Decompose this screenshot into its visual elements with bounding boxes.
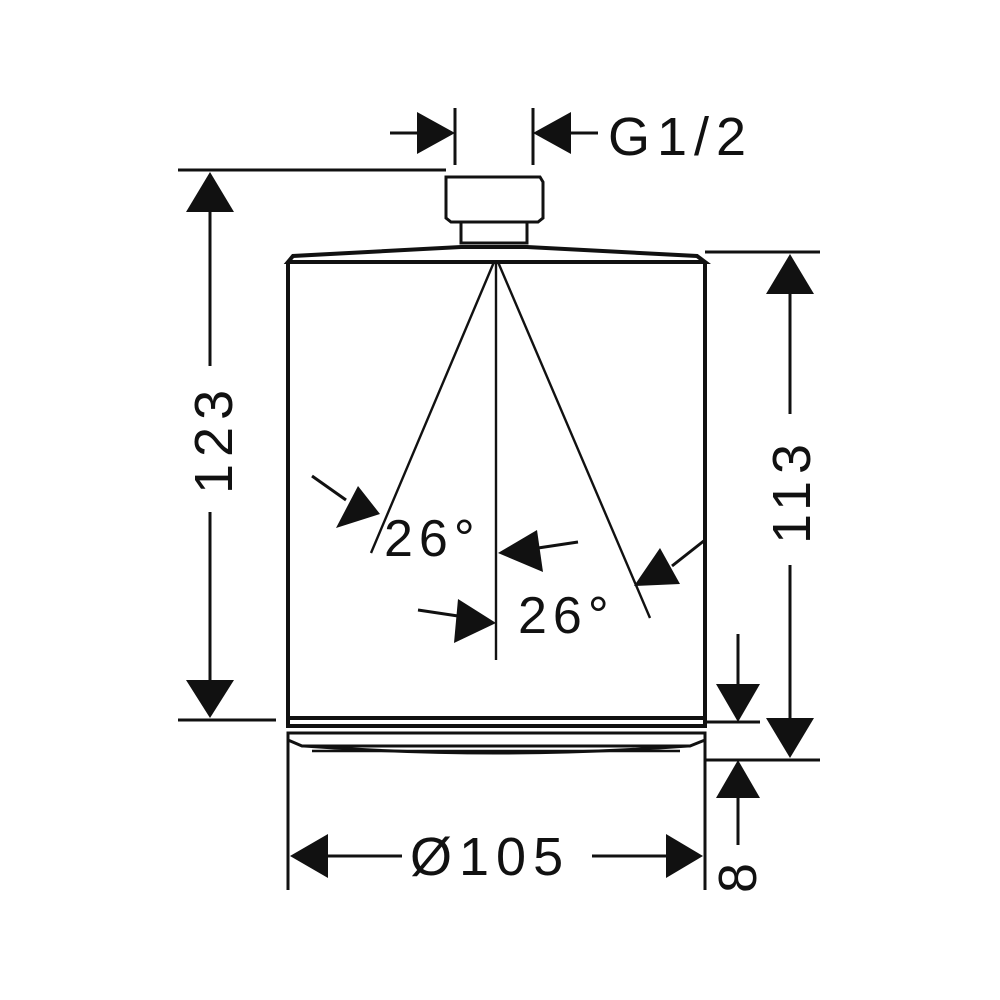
total-height-label: 123: [184, 383, 244, 494]
spray-angle-right-label: 26°: [518, 587, 615, 645]
spray-face: [303, 744, 689, 755]
body-height-arrow-bottom: [766, 718, 814, 758]
angle-center-arrow-shaft: [537, 540, 579, 550]
angle-arrows: [311, 474, 706, 643]
diameter-label: Ø105: [410, 827, 570, 887]
bottom-height-arrow-top: [716, 684, 760, 722]
spray-line-right: [496, 261, 652, 619]
total-height-arrow-top: [186, 172, 234, 212]
spray-angle-lines: [369, 261, 652, 660]
bottom-height-dimension: [705, 634, 760, 845]
body-bottom-ring: [286, 716, 707, 728]
connector-nut: [444, 175, 545, 224]
connector-neck: [459, 222, 529, 245]
thread-dimension: [390, 108, 598, 165]
diameter-dimension: [286, 740, 707, 890]
angle-lower-arrow-head: [454, 599, 496, 643]
thread-arrow-left-head: [417, 112, 455, 154]
angle-right-arrow-shaft: [671, 538, 706, 568]
spray-angle-left-label: 26°: [384, 510, 481, 568]
thread-label: G1/2: [608, 107, 753, 167]
spray-plate: [286, 731, 707, 748]
diameter-arrow-right: [666, 834, 703, 878]
diameter-arrow-left: [290, 834, 328, 878]
angle-center-arrow-head: [498, 530, 543, 572]
body-top-cap: [283, 245, 711, 264]
angle-left-arrow-head: [336, 486, 380, 528]
spray-line-left: [369, 261, 496, 554]
angle-lower-arrow-shaft: [417, 608, 459, 618]
thread-arrow-right-head: [533, 112, 571, 154]
body-height-dimension: [705, 250, 820, 762]
angle-left-arrow-shaft: [311, 474, 347, 502]
total-height-dimension: [178, 168, 446, 722]
angle-right-arrow-head: [634, 548, 680, 586]
total-height-arrow-bottom: [186, 680, 234, 718]
body-height-arrow-top: [766, 254, 814, 294]
bottom-height-arrow-bottom: [716, 760, 760, 798]
bottom-height-label: 8: [708, 856, 768, 893]
body-height-label: 113: [762, 437, 822, 544]
